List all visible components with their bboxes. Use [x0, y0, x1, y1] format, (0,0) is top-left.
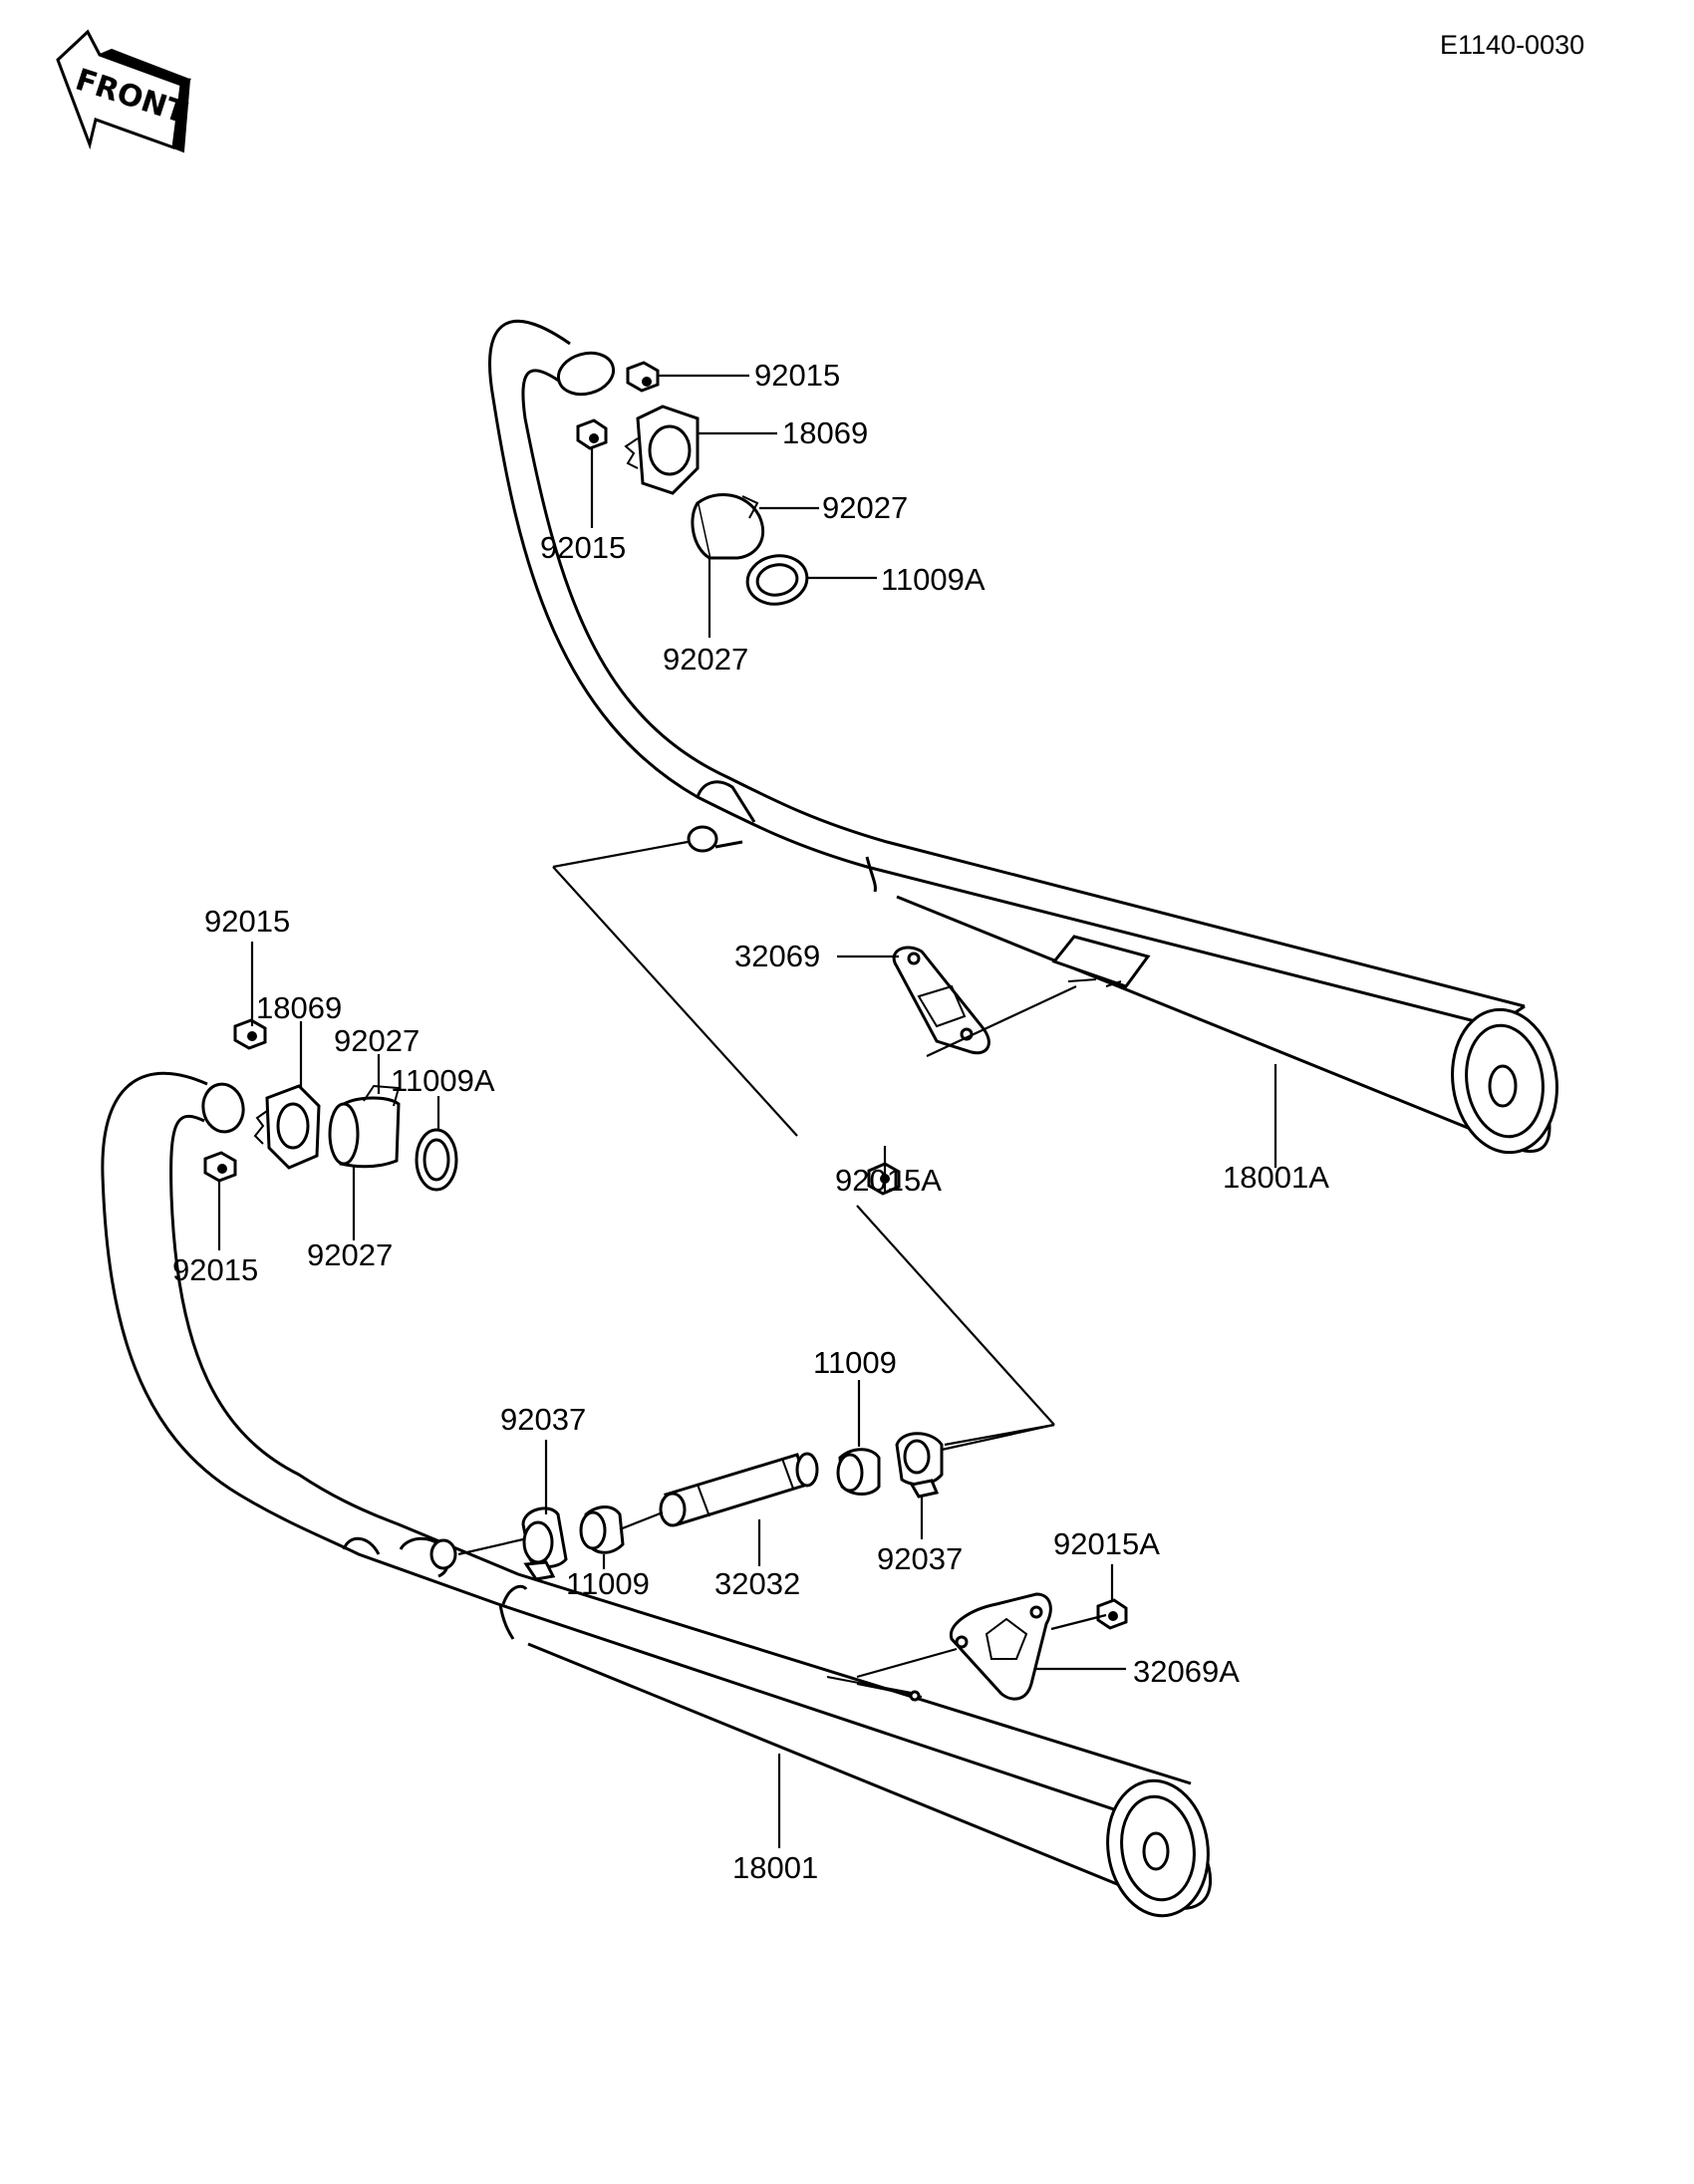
callout-u-92027-sleeve: 92027: [663, 642, 748, 677]
bracket-32069A: [949, 1592, 1052, 1701]
callout-u-18069: 18069: [782, 415, 868, 450]
clamp-92037-left: [521, 1506, 568, 1581]
leader-l-nut-to-bracket: [1050, 1613, 1107, 1631]
callout-l-92015A: 92015A: [1053, 1526, 1160, 1561]
nut-92015-upper-left: [576, 418, 608, 450]
callout-u-92015A: 92015A: [835, 1163, 942, 1198]
callout-l-92027-clip: 92027: [334, 1023, 420, 1058]
callout-u-92027-clip: 92027: [822, 490, 908, 525]
muffler-lower: [101, 1071, 1213, 1918]
washer-11009A-upper: [745, 554, 809, 606]
callout-l-11009-left: 11009: [566, 1566, 650, 1601]
leader-l-bracket-to-stud: [856, 1647, 958, 1679]
clamp-92037-right: [895, 1432, 944, 1499]
front-arrow-icon: FRONT: [56, 29, 192, 153]
callout-l-92037-left: 92037: [500, 1402, 586, 1437]
leader-u-stud: [926, 985, 1077, 1057]
gasket-11009-left: [579, 1505, 625, 1554]
callout-l-18069: 18069: [256, 990, 342, 1025]
callout-u-92015-left: 92015: [540, 530, 626, 565]
muffler-upper: [488, 319, 1558, 1155]
callout-l-92015-bottom: 92015: [172, 1252, 258, 1287]
nut-92015-upper-top: [626, 361, 660, 393]
callout-l-32069A: 32069A: [1133, 1654, 1240, 1689]
callout-l-32032: 32032: [714, 1566, 800, 1601]
callout-u-11009A: 11009A: [881, 562, 986, 597]
callout-u-18001A: 18001A: [1223, 1160, 1329, 1195]
nut-92015-lower-bottom: [203, 1151, 237, 1183]
bracket-32069: [892, 946, 990, 1055]
pipe-32032: [659, 1452, 819, 1527]
leader-l-gasket-to-pipe: [619, 1510, 664, 1531]
clip-92027-upper: [691, 492, 765, 560]
callout-u-92015-top: 92015: [754, 358, 840, 393]
leader-l-pipe-to-clamp: [457, 1537, 524, 1556]
leader-cross-1: [552, 840, 689, 869]
flange-18069-lower: [253, 1084, 321, 1170]
callout-l-18001: 18001: [732, 1850, 818, 1885]
washer-11009A-lower: [415, 1128, 458, 1192]
clip-92027-lower: [328, 1084, 401, 1169]
diagram-code: E1140-0030: [1440, 30, 1584, 60]
callout-l-92037-right: 92037: [877, 1541, 963, 1576]
callout-l-11009-right: 11009: [813, 1345, 897, 1380]
flange-18069-upper: [624, 405, 700, 495]
gasket-11009-right: [836, 1448, 881, 1496]
callout-l-92027-sleeve: 92027: [307, 1237, 393, 1272]
nut-92015A-lower: [1096, 1598, 1128, 1630]
leader-cross-3: [856, 1205, 1055, 1426]
callout-u-32069: 32069: [734, 939, 820, 973]
leader-cross-2: [552, 866, 798, 1137]
callout-l-11009A: 11009A: [391, 1063, 495, 1098]
leader-l-clamp-to-cross: [941, 1423, 1055, 1452]
callout-l-92015-top: 92015: [204, 904, 290, 939]
